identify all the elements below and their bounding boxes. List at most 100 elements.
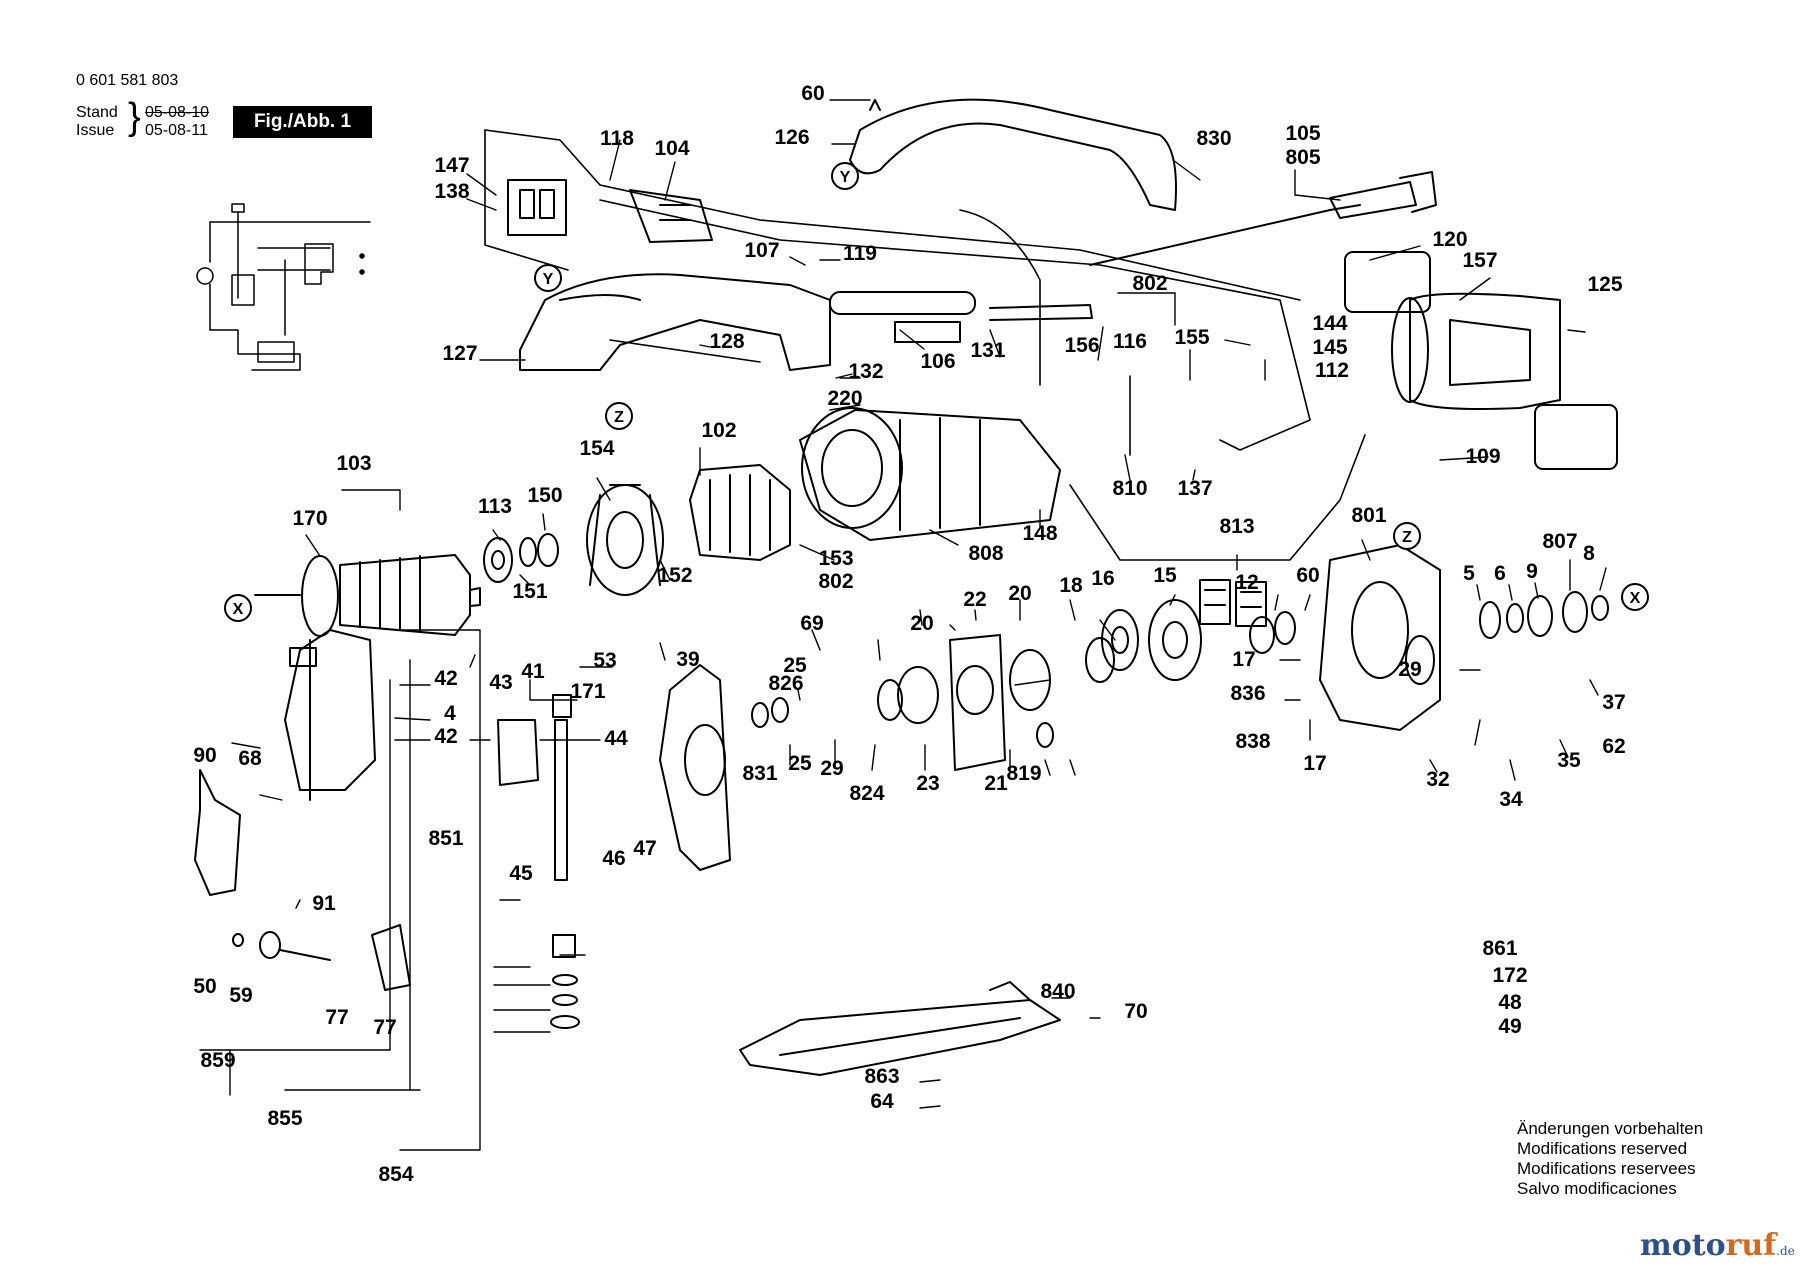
part-label: 802 — [1132, 272, 1167, 295]
part-label: 12 — [1235, 571, 1258, 594]
part-label: 148 — [1022, 522, 1057, 545]
part-label: 863 — [864, 1065, 899, 1088]
gear-housing-801 — [1319, 544, 1441, 731]
part-label: 64 — [870, 1090, 894, 1113]
watermark-logo: motoruf.de — [1640, 1228, 1795, 1263]
part-label: 91 — [312, 892, 336, 915]
gear-stack — [1101, 591, 1609, 681]
part-label: 44 — [604, 727, 628, 750]
part-label: 77 — [373, 1016, 396, 1039]
part-label: 172 — [1492, 964, 1527, 987]
part-label: 138 — [434, 180, 469, 203]
part-label: 29 — [820, 757, 843, 780]
part-label: 831 — [742, 762, 777, 785]
part-label: 132 — [848, 360, 883, 383]
part-label: 102 — [701, 419, 736, 442]
part-label: 220 — [827, 387, 862, 410]
part-label: 810 — [1112, 477, 1147, 500]
stroke-rod-assembly — [194, 629, 580, 1029]
part-label: 131 — [970, 339, 1005, 362]
part-label: 105 — [1285, 122, 1320, 145]
part-label: 62 — [1602, 735, 1625, 758]
part-label: 127 — [442, 342, 477, 365]
part-label: 90 — [193, 744, 216, 767]
callout-letter: Y — [543, 271, 554, 288]
part-label: 144 — [1312, 312, 1347, 335]
part-label: 154 — [579, 437, 614, 460]
part-label: 156 — [1064, 334, 1099, 357]
part-label: 25 — [783, 654, 807, 677]
part-label: 830 — [1196, 127, 1231, 150]
part-label: 43 — [489, 671, 512, 694]
rings-and-washers — [751, 637, 1115, 748]
part-label: 157 — [1462, 249, 1497, 272]
date-brace: } — [128, 96, 141, 138]
part-label: 25 — [788, 752, 812, 775]
part-label: 851 — [428, 827, 463, 850]
fan-part-154 — [586, 484, 664, 596]
part-label: 50 — [193, 975, 216, 998]
wire-harness — [484, 129, 1366, 561]
part-label: 8 — [1583, 542, 1595, 565]
part-label: 20 — [910, 612, 933, 635]
part-label: 106 — [920, 350, 955, 373]
part-label: 42 — [434, 725, 457, 748]
part-label: 819 — [1006, 762, 1041, 785]
part-label: 150 — [527, 484, 562, 507]
part-label: 21 — [984, 772, 1008, 795]
watermark-main: moto — [1640, 1228, 1726, 1263]
switch-assembly — [507, 179, 713, 243]
part-label: 23 — [916, 772, 939, 795]
part-label: 17 — [1232, 648, 1255, 671]
part-label: 119 — [843, 242, 877, 265]
part-label: 16 — [1091, 567, 1114, 590]
issue-date: 05-08-11 — [145, 122, 208, 139]
part-label: 32 — [1426, 768, 1449, 791]
armature-part-170 — [254, 554, 481, 637]
part-label: 854 — [378, 1163, 413, 1186]
part-label: 49 — [1498, 1015, 1521, 1038]
power-cord — [1089, 171, 1437, 266]
stand-date: 05-08-10 — [145, 104, 210, 121]
part-label: 137 — [1177, 477, 1212, 500]
part-label: 18 — [1059, 574, 1083, 597]
part-label: 41 — [521, 660, 545, 683]
part-label: 6 — [1494, 562, 1506, 585]
part-label: 153 — [818, 547, 853, 570]
note-line: Modifications reserved — [1517, 1139, 1688, 1158]
part-label: 855 — [267, 1107, 302, 1130]
handle-part-126 — [849, 98, 1177, 211]
part-label: 128 — [709, 330, 744, 353]
part-label: 112 — [1315, 359, 1349, 382]
bearings-row — [483, 533, 559, 583]
part-label: 113 — [478, 495, 512, 518]
part-label: 836 — [1230, 682, 1265, 705]
part-label: 807 — [1542, 530, 1577, 553]
watermark-tld: .de — [1776, 1244, 1795, 1258]
part-label: 45 — [509, 862, 533, 885]
part-label: 116 — [1113, 330, 1147, 353]
part-label: 840 — [1040, 980, 1075, 1003]
part-label: 805 — [1285, 146, 1320, 169]
part-number: 0 601 581 803 — [76, 72, 179, 89]
note-line: Änderungen vorbehalten — [1517, 1119, 1704, 1138]
note-line: Modifications reservees — [1517, 1159, 1696, 1178]
roller-parts — [232, 924, 411, 991]
part-label: 22 — [963, 588, 986, 611]
part-label: 813 — [1219, 515, 1254, 538]
callout-letter: Z — [614, 409, 624, 426]
part-label: 824 — [849, 782, 884, 805]
part-label: 104 — [654, 137, 689, 160]
part-label: 859 — [200, 1049, 235, 1072]
motor-cover-157 — [1344, 251, 1618, 470]
part-label: 861 — [1482, 937, 1517, 960]
part-label: 151 — [512, 580, 547, 603]
part-label: 70 — [1124, 1000, 1147, 1023]
part-label: 20 — [1008, 582, 1031, 605]
part-label: 109 — [1465, 445, 1500, 468]
part-label: 37 — [1602, 691, 1625, 714]
stand-label: Stand — [76, 104, 118, 121]
part-label: 9 — [1526, 560, 1538, 583]
part-label: 152 — [657, 564, 692, 587]
